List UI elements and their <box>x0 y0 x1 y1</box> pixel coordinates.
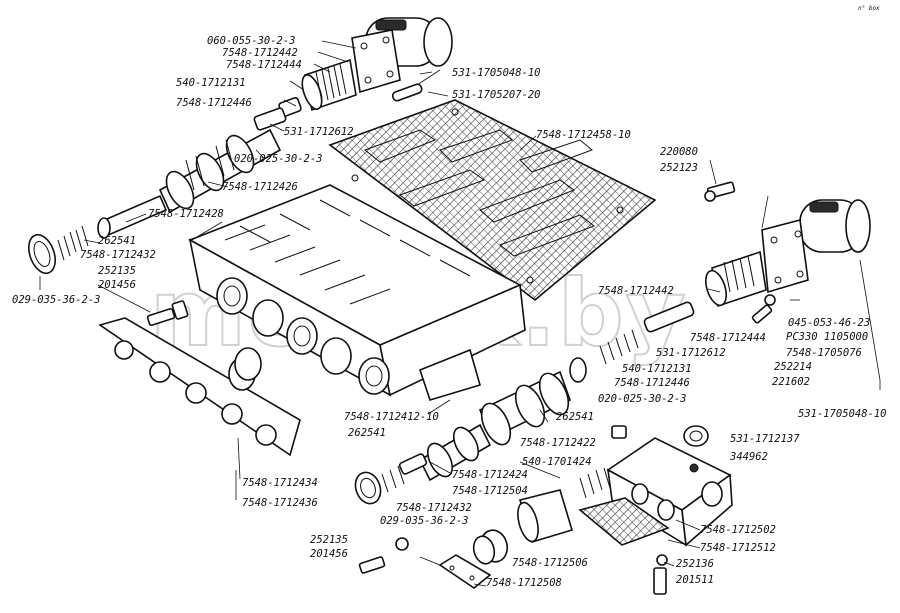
screw-lower-left <box>358 537 409 574</box>
valve-train-upper-left <box>28 58 357 275</box>
label-060-055-30-2-3: 060-055-30-2-3 <box>207 35 296 47</box>
label-7548-1712426: 7548-1712426 <box>222 181 298 193</box>
label-531-1712137: 531-1712137 <box>730 433 800 445</box>
label-7548-1712442: 7548-1712442 <box>222 47 298 59</box>
label-540-1701424: 540-1701424 <box>522 456 592 468</box>
solenoid-right <box>761 199 871 294</box>
label-020-025-30-2-3-right: 020-025-30-2-3 <box>598 393 687 405</box>
label-029-035-36-2-3-lower: 029-035-36-2-3 <box>380 515 469 527</box>
corner-mark: n° box <box>858 5 880 12</box>
label-7548-1712512: 7548-1712512 <box>700 542 776 554</box>
label-7548-1712436: 7548-1712436 <box>242 497 318 509</box>
spring-lower <box>579 467 611 499</box>
side-gasket <box>98 317 301 457</box>
label-020-025-30-2-3: 020-025-30-2-3 <box>234 153 323 165</box>
label-201511: 201511 <box>676 574 714 586</box>
label-7548-1712458-10: 7548-1712458-10 <box>536 129 631 141</box>
label-7548-1712432: 7548-1712432 <box>80 249 156 261</box>
label-029-035-36-2-3: 029-035-36-2-3 <box>12 294 101 306</box>
label-531-1712612: 531-1712612 <box>284 126 354 138</box>
filter-plate <box>578 497 670 546</box>
label-252136: 252136 <box>676 558 714 570</box>
label-pc330-1105000: PC330 1105000 <box>786 331 868 343</box>
pin-top-left <box>391 83 423 102</box>
label-201456-lower: 201456 <box>310 548 348 560</box>
solenoid-top-left <box>351 17 453 97</box>
label-7548-1712434: 7548-1712434 <box>242 477 318 489</box>
label-7548-1712422: 7548-1712422 <box>520 437 596 449</box>
label-531-1705048-10: 531-1705048-10 <box>452 67 541 79</box>
label-540-1712131: 540-1712131 <box>176 77 246 89</box>
label-344962: 344962 <box>729 451 768 463</box>
small-parts-right <box>751 294 776 324</box>
label-7548-1712446-right: 7548-1712446 <box>614 377 690 389</box>
part-labels: 060-055-30-2-3 7548-1712442 7548-1712444… <box>12 35 887 589</box>
sleeve-lower <box>472 489 573 565</box>
label-7548-1712506: 7548-1712506 <box>512 557 588 569</box>
label-7548-1712446: 7548-1712446 <box>176 97 252 109</box>
label-7548-1712502: 7548-1712502 <box>700 524 776 536</box>
label-252135-lower: 252135 <box>310 534 348 546</box>
label-7548-1712428: 7548-1712428 <box>148 208 224 220</box>
label-7548-1705076: 7548-1705076 <box>786 347 862 359</box>
label-252135: 252135 <box>98 265 136 277</box>
label-221602: 221602 <box>772 376 810 388</box>
label-7548-1712432-lower: 7548-1712432 <box>396 502 472 514</box>
label-262541-center: 262541 <box>556 411 594 423</box>
label-220080: 220080 <box>660 146 698 158</box>
label-201456: 201456 <box>98 279 136 291</box>
plate-lower <box>438 554 492 589</box>
label-252123: 252123 <box>660 162 698 174</box>
plug-center <box>611 425 709 447</box>
label-045-053-46-23: 045-053-46-23 <box>788 317 870 329</box>
leader-lines <box>39 40 881 587</box>
label-7548-1712444-right: 7548-1712444 <box>690 332 766 344</box>
label-540-1712131-right: 540-1712131 <box>622 363 692 375</box>
label-531-1705207-20: 531-1705207-20 <box>452 89 541 101</box>
label-7548-1712508: 7548-1712508 <box>486 577 562 589</box>
screw-right <box>704 181 736 202</box>
label-7548-1712442-right: 7548-1712442 <box>598 285 674 297</box>
label-7548-1712504: 7548-1712504 <box>452 485 528 497</box>
screw-lower-right <box>653 554 668 595</box>
label-7548-1712444: 7548-1712444 <box>226 59 302 71</box>
label-262541-body: 262541 <box>348 427 386 439</box>
label-252214: 252214 <box>774 361 812 373</box>
valve-train-lower <box>354 370 571 505</box>
label-7548-1712424: 7548-1712424 <box>452 469 528 481</box>
gasket-plate <box>328 99 657 302</box>
label-262541: 262541 <box>98 235 136 247</box>
label-531-1712612-right: 531-1712612 <box>656 347 726 359</box>
valve-body <box>188 184 526 401</box>
label-531-1705048-10-right: 531-1705048-10 <box>798 408 887 420</box>
screw-left <box>146 300 189 327</box>
plug-cup <box>228 347 262 391</box>
label-7548-1712412-10: 7548-1712412-10 <box>344 411 439 423</box>
valve-train-right <box>569 250 767 383</box>
